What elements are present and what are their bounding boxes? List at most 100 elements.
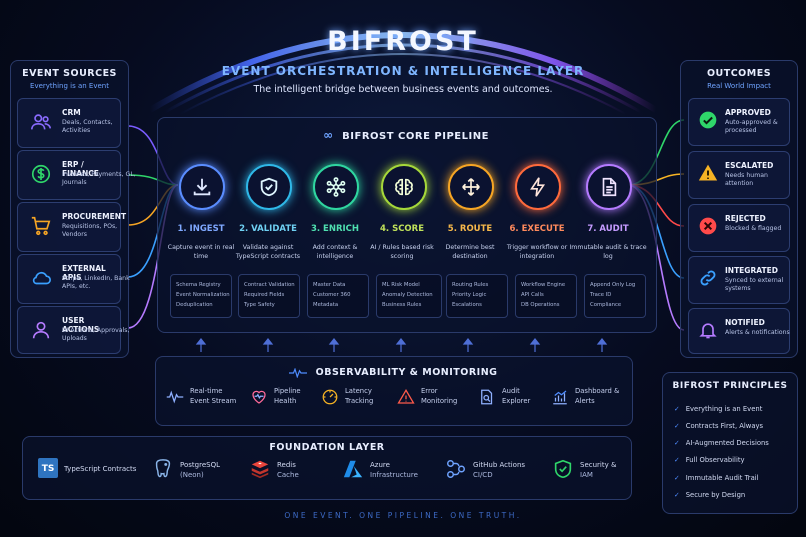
- stage-detail-item: Schema Registry: [176, 282, 221, 288]
- shield-check-icon: [260, 177, 278, 197]
- stage-audit-node[interactable]: [586, 164, 632, 210]
- source-title: PROCUREMENT: [62, 212, 127, 221]
- typescript-logo-icon: TS: [38, 458, 58, 478]
- outcomes-subtitle: Real World Impact: [707, 82, 771, 90]
- stage-ingest-node[interactable]: [179, 164, 225, 210]
- obs-line2: Health: [274, 397, 297, 405]
- foundation-label: Azure: [370, 461, 390, 469]
- principles-panel: BIFROST PRINCIPLES: [662, 372, 798, 514]
- principle-item: ✓ AI-Augmented Decisions: [674, 439, 769, 447]
- check-icon: ✓: [674, 474, 680, 482]
- stage-detail-box: Workflow Engine API Calls DB Operations: [515, 274, 577, 318]
- outcome-desc: Auto-approved & processed: [725, 119, 778, 134]
- stage-detail-item: ML Risk Model: [382, 282, 420, 288]
- stage-detail-item: Contract Validation: [244, 282, 295, 288]
- outcome-desc: Synced to external systems: [725, 277, 784, 292]
- shield-check-icon: [554, 459, 572, 479]
- core-pipeline-heading: ∞ BIFROST CORE PIPELINE: [157, 124, 655, 143]
- obs-line2: Explorer: [502, 397, 531, 405]
- source-title: EXTERNAL APIS: [62, 264, 106, 282]
- stage-detail-box: Master Data Customer 360 Metadata: [307, 274, 369, 318]
- move-arrows-icon: [462, 178, 480, 196]
- outcome-desc: Needs human attention: [725, 172, 768, 187]
- outcome-card-notified[interactable]: NOTIFIED Alerts & notifications: [688, 308, 790, 354]
- outcome-title: REJECTED: [725, 214, 766, 223]
- stage-desc: AI / Rules based risk scoring: [370, 244, 434, 260]
- source-desc: Deals, Contacts, Activities: [62, 119, 113, 134]
- foundation-label: Security &: [580, 461, 617, 469]
- stage-label: 7. AUDIT: [587, 224, 629, 234]
- outcome-card-rejected[interactable]: REJECTED Blocked & flagged: [688, 204, 790, 252]
- stage-detail-item: Deduplication: [176, 302, 213, 308]
- stage-enrich-node[interactable]: [313, 164, 359, 210]
- stage-detail-box: Routing Rules Priority Logic Escalations: [446, 274, 508, 318]
- source-desc: UI Actions, Approvals, Uploads: [62, 327, 130, 342]
- page-title: BIFROST: [327, 26, 479, 57]
- foundation-sublabel: IAM: [580, 471, 593, 479]
- obs-line1: Real-time: [190, 387, 223, 395]
- foundation-label: TypeScript Contracts: [64, 465, 137, 473]
- principle-item: ✓Immutable Audit Trail: [674, 474, 759, 482]
- check-icon: ✓: [674, 439, 680, 447]
- foundation-sublabel: CI/CD: [473, 471, 493, 479]
- user-icon: [32, 321, 50, 339]
- stage-detail-item: Compliance: [590, 302, 622, 308]
- brain-icon: [395, 178, 413, 196]
- source-card-procurement[interactable]: PROCUREMENT Requisitions, POs, Vendors: [17, 202, 126, 252]
- stage-route-node[interactable]: [448, 164, 494, 210]
- event-sources-subtitle: Everything is an Event: [30, 82, 109, 90]
- stage-detail-item: API Calls: [521, 292, 544, 298]
- stage-desc: Trigger workflow or integration: [506, 244, 568, 260]
- source-card-user-actions[interactable]: USER ACTIONS UI Actions, Approvals, Uplo…: [17, 306, 130, 354]
- check-icon: ✓: [674, 422, 680, 430]
- stage-validate-node[interactable]: [246, 164, 292, 210]
- stage-detail-item: Business Rules: [382, 302, 422, 308]
- source-desc: Requisitions, POs, Vendors: [62, 223, 118, 238]
- stage-detail-item: Event Normalization: [176, 292, 230, 298]
- stage-detail-box: Schema Registry Event Normalization Dedu…: [170, 274, 232, 318]
- source-title: USER ACTIONS: [62, 316, 100, 334]
- source-card-external-apis[interactable]: EXTERNAL APIS Stripe, LinkedIn, Bank API…: [17, 254, 130, 304]
- observability-arrows: [195, 338, 608, 352]
- outcome-card-integrated[interactable]: INTEGRATED Synced to external systems: [688, 256, 790, 304]
- principle-text: Secure by Design: [685, 491, 746, 499]
- stage-label: 2. VALIDATE: [239, 224, 297, 234]
- stage-detail-item: Required Fields: [244, 292, 285, 298]
- warning-icon: [698, 164, 718, 181]
- obs-line1: Audit: [502, 387, 520, 395]
- infinity-icon: ∞: [323, 128, 334, 142]
- stage-execute-node[interactable]: [515, 164, 561, 210]
- azure-logo-icon: [343, 460, 363, 478]
- dollar-icon: [31, 164, 51, 184]
- heart-pulse-icon: [252, 390, 266, 404]
- outcome-card-approved[interactable]: APPROVED Auto-approved & processed: [688, 98, 790, 146]
- outcome-title: ESCALATED: [725, 161, 774, 170]
- source-card-crm[interactable]: CRM Deals, Contacts, Activities: [17, 98, 121, 148]
- observability-title: OBSERVABILITY & MONITORING: [315, 367, 498, 378]
- pulse-icon: [288, 366, 307, 379]
- download-icon: [193, 178, 211, 196]
- rainbow-arc: [148, 32, 658, 115]
- foundation-label: PostgreSQL: [180, 461, 220, 469]
- outcome-card-escalated[interactable]: ESCALATED Needs human attention: [688, 151, 790, 199]
- source-title: CRM: [62, 108, 81, 117]
- lightning-icon: [530, 177, 546, 197]
- stage-detail-item: Master Data: [313, 282, 346, 288]
- stage-detail-item: Type Safety: [244, 302, 275, 308]
- chart-icon: [553, 390, 567, 405]
- users-icon: [31, 114, 51, 130]
- stage-score-node[interactable]: [381, 164, 427, 210]
- foundation-label: Redis: [277, 461, 296, 469]
- principle-item: ✓Everything is an Event: [674, 405, 762, 413]
- foundation-sublabel: Cache: [277, 471, 299, 479]
- stage-detail-item: Customer 360: [313, 292, 351, 298]
- stage-detail-box: Append Only Log Trace ID Compliance: [584, 274, 646, 318]
- gauge-icon: [322, 389, 338, 405]
- stage-detail-item: DB Operations: [521, 302, 560, 308]
- check-icon: ✓: [674, 456, 680, 464]
- obs-line2: Alerts: [575, 397, 595, 405]
- principle-text: AI-Augmented Decisions: [685, 439, 769, 447]
- bell-icon: [699, 323, 717, 339]
- source-card-erp[interactable]: ERP / FINANCE Invoices, Payments, GL, Jo…: [17, 150, 136, 200]
- source-desc: Stripe, LinkedIn, Bank APIs, etc.: [62, 275, 130, 290]
